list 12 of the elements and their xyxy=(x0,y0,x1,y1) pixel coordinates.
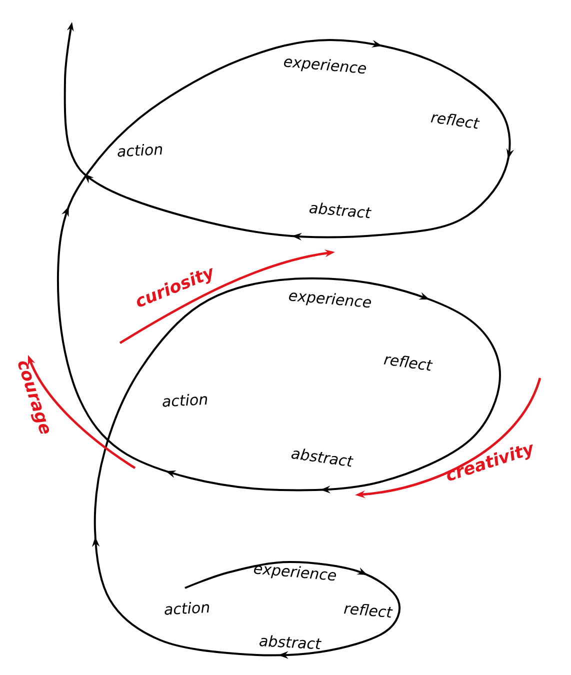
stage-label: action xyxy=(164,602,209,615)
stage-label: experience xyxy=(284,58,366,74)
stage-label: abstract xyxy=(260,635,322,650)
stage-label: reflect xyxy=(344,604,393,618)
stage-label: experience xyxy=(254,566,336,581)
stage-label: reflect xyxy=(384,356,433,371)
stage-label: experience xyxy=(289,292,371,308)
stage-label: abstract xyxy=(291,448,354,467)
stage-label: reflect xyxy=(430,114,480,129)
stage-label: abstract xyxy=(309,202,372,218)
stage-label: action xyxy=(118,144,162,157)
stage-label: action xyxy=(162,394,207,407)
